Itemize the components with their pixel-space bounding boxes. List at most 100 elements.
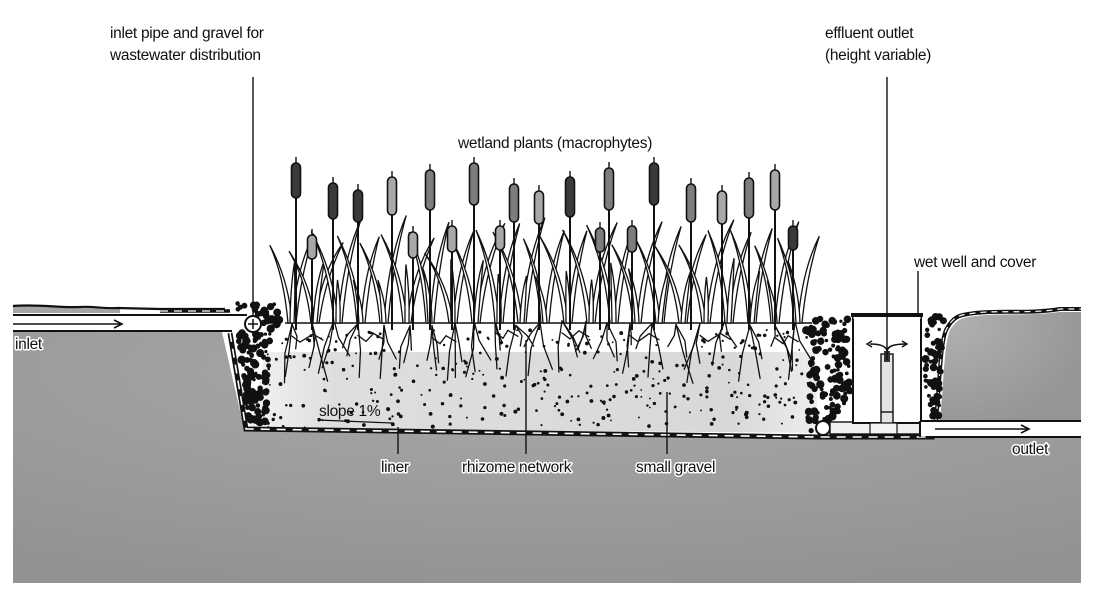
coarse-gravel-stone (245, 414, 252, 421)
cattail-icon (327, 177, 339, 330)
coarse-gravel-stone (235, 306, 241, 312)
gravel-dot (546, 383, 550, 387)
gravel-dot (766, 404, 771, 408)
gravel-dot (589, 399, 594, 403)
coarse-gravel-stone (838, 384, 846, 393)
leaf (544, 230, 565, 324)
gravel-dot (795, 358, 799, 362)
gravel-dot (330, 360, 334, 365)
gravel-dot (648, 397, 651, 400)
coarse-gravel-stone (802, 326, 811, 335)
gravel-dot (657, 382, 660, 385)
gravel-dot (623, 338, 626, 342)
gravel-dot (652, 377, 655, 380)
coarse-gravel-stone (252, 372, 258, 378)
root (431, 325, 440, 364)
coarse-gravel-stone (255, 418, 264, 427)
gravel-dot (370, 392, 373, 395)
gravel-dot (783, 382, 787, 386)
coarse-gravel-stone (815, 330, 822, 337)
coarse-gravel-stone (832, 368, 837, 373)
coarse-gravel-stone (256, 393, 264, 401)
gravel-dot (805, 336, 808, 339)
gravel-dot (557, 395, 562, 399)
coarse-gravel-stone (806, 393, 814, 401)
gravel-dot (651, 383, 655, 388)
cattail-icon (564, 171, 576, 330)
coarse-gravel-stone (930, 340, 936, 346)
coarse-gravel-stone (267, 337, 273, 343)
leaf (774, 221, 800, 324)
gravel-dot (460, 397, 462, 400)
gravel-dot (775, 367, 779, 371)
cattail-head (446, 225, 458, 253)
gravel-dot (798, 348, 801, 351)
gravel-dot (762, 333, 767, 338)
gravel-dot (602, 400, 606, 405)
gravel-dot (673, 405, 677, 409)
cattail-head (407, 231, 419, 259)
coarse-gravel-stone (823, 404, 830, 411)
label-inlet-pipe-line2: wastewater distribution (109, 47, 261, 64)
coarse-gravel-stone (805, 416, 814, 424)
gravel-dot (647, 424, 651, 428)
cattail-icon (648, 157, 660, 330)
gravel-dot (712, 417, 716, 422)
gravel-dot (567, 344, 570, 347)
coarse-gravel-stone (252, 378, 256, 382)
root (584, 320, 592, 349)
coarse-gravel-stone (931, 312, 940, 321)
label-wetland-plants: wetland plants (macrophytes) (457, 135, 652, 152)
root (311, 322, 329, 382)
coarse-gravel-stone (817, 337, 825, 345)
gravel-dot (513, 409, 518, 414)
label-inlet-pipe-line1: inlet pipe and gravel for (110, 25, 264, 42)
gravel-dot (615, 368, 619, 372)
gravel-dot (709, 422, 714, 426)
coarse-gravel-stone (266, 363, 272, 369)
root (651, 322, 664, 370)
coarse-gravel-stone (824, 322, 830, 329)
cattail-head (533, 190, 545, 225)
gravel-dot (730, 393, 734, 398)
leaf (404, 264, 410, 324)
coarse-gravel-stone (822, 391, 829, 398)
cattail-icon (716, 185, 728, 330)
gravel-dot (503, 413, 507, 418)
rhizome (431, 334, 457, 345)
gravel-dot (682, 394, 686, 398)
root (494, 319, 498, 370)
gravel-dot (486, 336, 490, 340)
gravel-dot (463, 359, 466, 363)
gravel-dot (728, 368, 731, 372)
gravel-dot (735, 405, 739, 410)
gravel-dot (733, 346, 737, 349)
gravel-dot (333, 348, 337, 352)
root (577, 320, 587, 351)
gravel-dot (624, 390, 629, 394)
leaf (636, 221, 663, 324)
gravel-dot (523, 378, 526, 381)
gravel-dot (658, 392, 662, 395)
gravel-dot (498, 367, 501, 370)
gravel-dot (303, 368, 306, 371)
gravel-dot (800, 372, 804, 376)
gravel-dot (429, 367, 433, 370)
gravel-dot (448, 414, 452, 419)
plant-clump (359, 215, 407, 324)
cattail-head (352, 189, 364, 223)
gravel-dot (614, 383, 618, 386)
leaf (335, 279, 341, 324)
gravel-dot (644, 356, 648, 360)
coarse-gravel-stone (245, 336, 249, 340)
gravel-dot (536, 381, 540, 385)
leaf (289, 262, 296, 324)
gravel-dot (658, 370, 661, 373)
gravel-dot (263, 332, 268, 336)
gravel-dot (705, 395, 709, 399)
gravel-dot (553, 405, 557, 408)
coarse-gravel-stone (836, 376, 844, 384)
cattail-head (769, 169, 781, 211)
root (635, 322, 653, 350)
cattail-head (626, 225, 638, 253)
